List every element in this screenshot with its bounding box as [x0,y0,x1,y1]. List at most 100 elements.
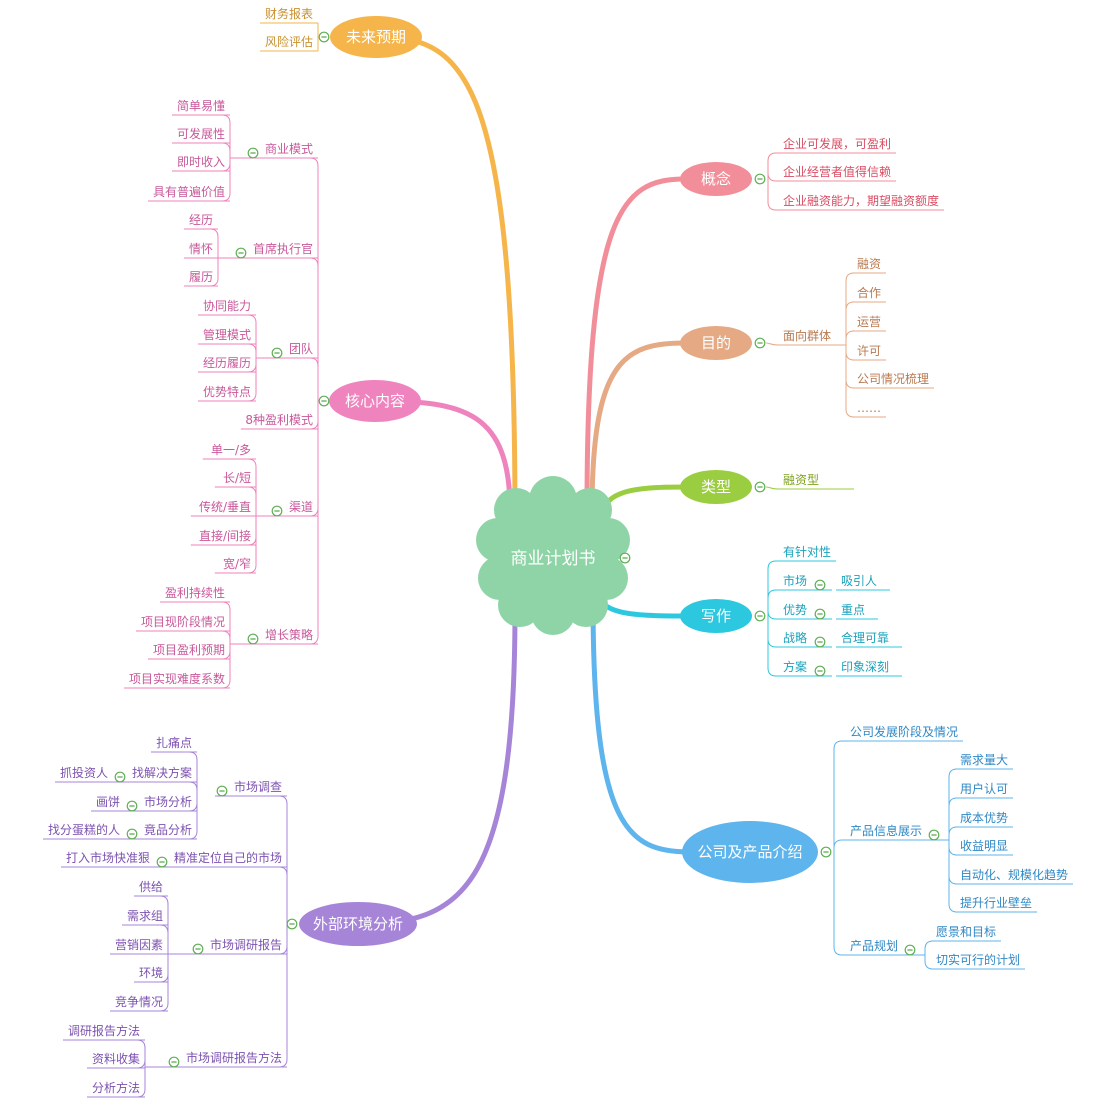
collapse-toggle-icon[interactable] [814,665,826,677]
topic-node[interactable]: 分析方法 [87,1080,145,1098]
topic-node[interactable]: 成本优势 [955,811,1013,828]
collapse-toggle-icon[interactable] [814,579,826,591]
collapse-toggle-icon[interactable] [814,636,826,648]
topic-node[interactable]: 扎痛点 [151,735,197,753]
topic-node[interactable]: 具有普遍价值 [148,184,230,202]
topic-node[interactable]: 产品信息展示 [845,823,941,841]
collapse-toggle-icon[interactable] [271,347,283,359]
topic-node[interactable]: 企业可发展，可盈利 [778,136,896,154]
topic-node[interactable]: 用户认可 [955,781,1013,799]
branch-topic-writing[interactable]: 写作 [680,599,752,633]
collapse-toggle-icon[interactable] [820,846,832,858]
topic-node[interactable]: 协同能力 [198,298,256,316]
topic-node[interactable]: 市场 [778,573,832,591]
topic-node[interactable]: 营销因素 [110,938,168,955]
topic-node[interactable]: 市场分析 [125,794,197,812]
collapse-toggle-icon[interactable] [247,147,259,159]
topic-node[interactable]: 调研报告方法 [63,1023,145,1041]
collapse-toggle-icon[interactable] [286,918,298,930]
topic-node[interactable]: 简单易懂 [172,99,230,116]
topic-node[interactable]: 管理模式 [198,327,256,345]
topic-node[interactable]: 战略 [778,630,832,648]
branch-topic-company-product[interactable]: 公司及产品介绍 [682,821,818,883]
topic-node[interactable]: …… [852,401,886,418]
topic-node[interactable]: 盈利持续性 [160,585,230,603]
collapse-toggle-icon[interactable] [247,633,259,645]
collapse-toggle-icon[interactable] [192,943,204,955]
topic-node[interactable]: 市场调研报告方法 [167,1050,287,1068]
collapse-toggle-icon[interactable] [814,608,826,620]
topic-node[interactable]: 项目盈利预期 [148,643,230,660]
topic-node[interactable]: 优势 [778,603,832,620]
topic-node[interactable]: 切实可行的计划 [931,952,1025,970]
topic-node[interactable]: 产品规划 [845,938,917,956]
center-collapse-icon[interactable] [619,552,631,564]
topic-node[interactable]: 公司情况梳理 [852,371,934,389]
branch-topic-purpose[interactable]: 目的 [680,326,752,360]
topic-node[interactable]: 风险评估 [260,34,318,52]
collapse-toggle-icon[interactable] [156,856,168,868]
topic-node[interactable]: 优势特点 [198,384,256,402]
collapse-toggle-icon[interactable] [235,247,247,259]
collapse-toggle-icon[interactable] [754,173,766,185]
topic-node[interactable]: 运营 [852,315,886,332]
topic-node[interactable]: 打入市场快准狠 [61,850,155,868]
topic-node[interactable]: 市场调查 [215,779,287,797]
topic-node[interactable]: 财务报表 [260,6,318,24]
collapse-toggle-icon[interactable] [126,828,138,840]
topic-node[interactable]: 企业融资能力，期望融资额度 [778,193,944,211]
topic-node[interactable]: 合作 [852,285,886,303]
collapse-toggle-icon[interactable] [754,481,766,493]
topic-node[interactable]: 有针对性 [778,544,836,562]
topic-node[interactable]: 自动化、规模化趋势 [955,867,1073,885]
collapse-toggle-icon[interactable] [126,800,138,812]
branch-topic-concept[interactable]: 概念 [680,162,752,196]
topic-node[interactable]: 需求组 [122,909,168,926]
branch-topic-core-content[interactable]: 核心内容 [329,380,421,422]
collapse-toggle-icon[interactable] [168,1056,180,1068]
topic-node[interactable]: 方案 [778,659,832,677]
collapse-toggle-icon[interactable] [754,610,766,622]
branch-topic-type[interactable]: 类型 [680,470,752,504]
topic-node[interactable]: 传统/垂直 [190,499,256,517]
topic-node[interactable]: 增长策略 [246,627,318,645]
collapse-toggle-icon[interactable] [216,785,228,797]
topic-node[interactable]: 经历履历 [198,356,256,373]
topic-node[interactable]: 画饼 [91,795,125,812]
collapse-toggle-icon[interactable] [318,31,330,43]
topic-node[interactable]: 精准定位自己的市场 [155,850,287,868]
topic-node[interactable]: 商业模式 [246,141,318,159]
topic-node[interactable]: 重点 [836,603,878,620]
topic-node[interactable]: 抓投资人 [55,765,113,783]
topic-node[interactable]: 履历 [184,270,218,287]
topic-node[interactable]: 融资型 [778,473,854,490]
topic-node[interactable]: 吸引人 [836,574,890,591]
collapse-toggle-icon[interactable] [318,395,330,407]
topic-node[interactable]: 情怀 [184,242,218,259]
topic-node[interactable]: 愿景和目标 [931,925,1001,942]
collapse-toggle-icon[interactable] [114,771,126,783]
topic-node[interactable]: 需求量大 [955,753,1013,770]
branch-topic-future-expectation[interactable]: 未来预期 [330,16,422,58]
topic-node[interactable]: 直接/间接 [190,528,256,546]
topic-node[interactable]: 环境 [134,965,168,983]
topic-node[interactable]: 公司发展阶段及情况 [845,724,963,742]
topic-node[interactable]: 项目实现难度系数 [124,671,230,689]
topic-node[interactable]: 经历 [184,213,218,230]
topic-node[interactable]: 印象深刻 [836,660,902,677]
topic-node[interactable]: 项目现阶段情况 [136,614,230,632]
topic-node[interactable]: 即时收入 [172,155,230,172]
topic-node[interactable]: 面向群体 [778,328,836,346]
collapse-toggle-icon[interactable] [928,829,940,841]
topic-node[interactable]: 首席执行官 [234,241,318,259]
topic-node[interactable]: 单一/多 [202,443,256,460]
topic-node[interactable]: 市场调研报告 [191,937,287,955]
collapse-toggle-icon[interactable] [754,337,766,349]
collapse-toggle-icon[interactable] [271,505,283,517]
central-topic[interactable]: 商业计划书 [476,476,630,635]
topic-node[interactable]: 合理可靠 [836,630,902,648]
topic-node[interactable]: 供给 [134,880,168,897]
topic-node[interactable]: 竞争情况 [110,995,168,1012]
topic-node[interactable]: 竟品分析 [125,823,197,840]
collapse-toggle-icon[interactable] [904,944,916,956]
